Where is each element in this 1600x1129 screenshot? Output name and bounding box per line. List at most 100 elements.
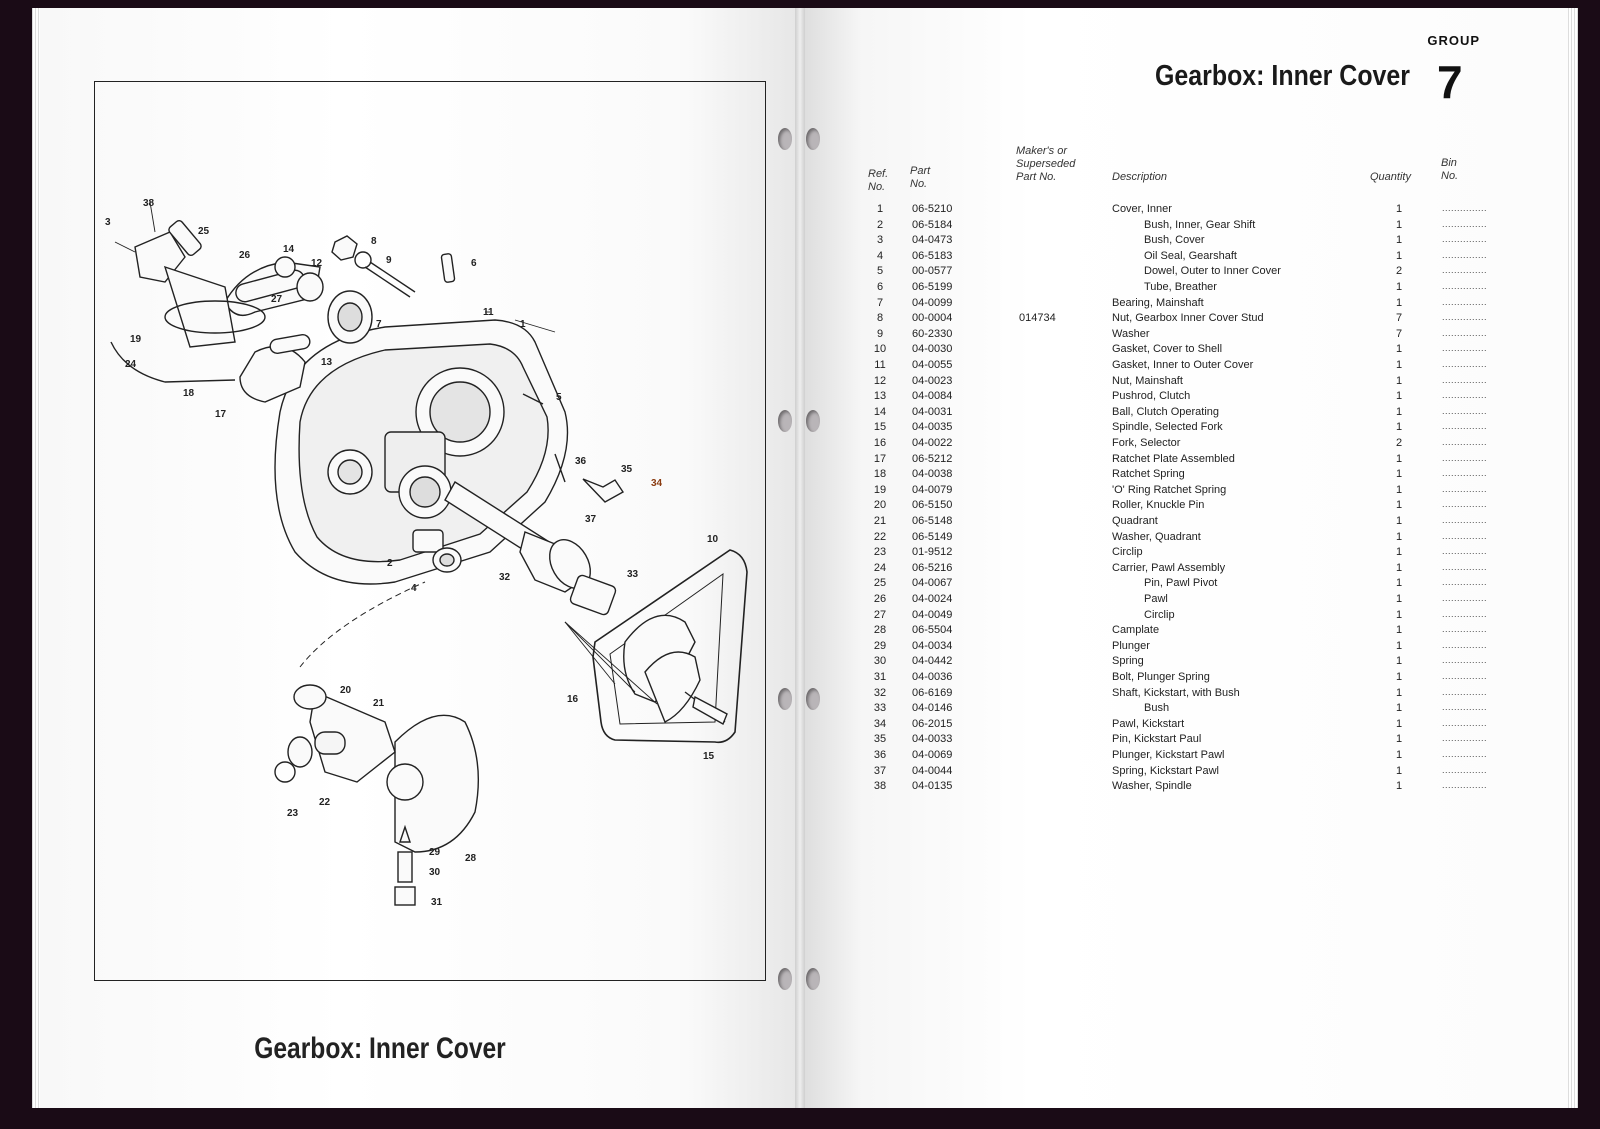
row-ref-no: 15 <box>873 421 887 434</box>
row-quantity: 1 <box>1396 671 1403 683</box>
row-description: Ratchet Plate Assembled <box>1112 452 1235 465</box>
callout-9: 9 <box>386 255 392 266</box>
bushes <box>412 529 617 616</box>
row-description: Gasket, Cover to Shell <box>1112 343 1223 356</box>
row-quantity: 1 <box>1396 546 1403 559</box>
row-part-no: 04-0031 <box>912 405 953 418</box>
row-bin-no: ............... <box>1442 249 1488 260</box>
row-description: Bush <box>1144 702 1170 715</box>
row-ref-no: 13 <box>873 390 887 403</box>
callout-37: 37 <box>585 514 597 525</box>
row-description: Bush, Cover <box>1144 234 1205 247</box>
binder-hole <box>778 410 792 432</box>
row-ref-no: 12 <box>873 374 887 387</box>
row-bin-no: ............... <box>1442 733 1488 744</box>
row-bin-no: ............... <box>1442 499 1488 510</box>
header-part-no: Part No. <box>910 165 931 190</box>
row-ref-no: 8 <box>876 312 884 325</box>
row-ref-no: 35 <box>873 733 887 746</box>
row-description: Plunger <box>1112 639 1150 652</box>
row-quantity: 1 <box>1396 577 1403 590</box>
row-bin-no: ............... <box>1442 561 1488 572</box>
row-ref-no: 38 <box>873 780 887 793</box>
row-bin-no: ............... <box>1442 452 1488 463</box>
row-description: Roller, Knuckle Pin <box>1112 499 1205 512</box>
row-description: Cover, Inner <box>1112 203 1172 215</box>
row-part-no: 04-0035 <box>912 421 953 434</box>
row-bin-no: ............... <box>1442 421 1488 432</box>
callout-15: 15 <box>703 751 715 762</box>
row-ref-no: 5 <box>876 265 884 278</box>
row-ref-no: 7 <box>876 296 884 309</box>
row-part-no: 04-0034 <box>912 639 953 652</box>
group-number: 7 <box>1437 56 1463 108</box>
row-description: Tube, Breather <box>1144 281 1217 293</box>
callout-31: 31 <box>431 897 443 908</box>
row-part-no: 06-5184 <box>912 218 953 231</box>
row-quantity: 1 <box>1396 218 1403 231</box>
callout-18: 18 <box>183 388 195 399</box>
callout-16: 16 <box>567 694 579 705</box>
row-bin-no: ............... <box>1442 515 1488 525</box>
row-ref-no: 32 <box>873 686 887 699</box>
row-bin-no: ............... <box>1442 437 1488 447</box>
row-part-no: 04-0069 <box>912 749 953 761</box>
row-description: Dowel, Outer to Inner Cover <box>1144 265 1281 278</box>
row-quantity: 1 <box>1396 530 1403 543</box>
header-ref-no: Ref. No. <box>868 168 889 193</box>
callout-32: 32 <box>499 572 511 583</box>
row-description: Nut, Gearbox Inner Cover Stud <box>1112 312 1264 325</box>
row-bin-no: ............... <box>1442 281 1488 291</box>
callout-20: 20 <box>340 685 352 696</box>
row-description: Pin, Pawl Pivot <box>1144 577 1218 590</box>
row-bin-no: ............... <box>1442 483 1488 494</box>
left-page-title: Gearbox: Inner Cover <box>254 1032 506 1065</box>
row-ref-no: 30 <box>873 655 887 668</box>
row-ref-no: 6 <box>876 281 884 293</box>
row-description: Ball, Clutch Operating <box>1112 405 1219 418</box>
row-bin-no: ............... <box>1442 749 1488 759</box>
row-bin-no: ............... <box>1442 639 1488 650</box>
row-bin-no: ............... <box>1442 686 1488 697</box>
row-part-no: 04-0049 <box>912 608 953 621</box>
row-quantity: 1 <box>1396 452 1403 465</box>
row-quantity: 1 <box>1396 717 1403 730</box>
row-quantity: 1 <box>1396 733 1403 746</box>
row-quantity: 1 <box>1396 764 1403 777</box>
row-quantity: 1 <box>1396 499 1403 512</box>
diagram-drawing: 1 2 3 4 5 6 7 8 9 10 11 12 13 14 15 16 1… <box>105 198 748 908</box>
row-ref-no: 37 <box>873 764 887 777</box>
callout-35: 35 <box>621 464 633 475</box>
row-description: Pawl, Kickstart <box>1112 717 1185 730</box>
row-ref-no: 21 <box>873 515 887 527</box>
row-bin-no: ............... <box>1442 546 1488 557</box>
row-quantity: 1 <box>1396 234 1403 247</box>
callout-4: 4 <box>411 583 417 594</box>
row-bin-no: ............... <box>1442 593 1488 603</box>
row-description: Spindle, Selected Fork <box>1112 421 1223 434</box>
row-ref-no: 28 <box>873 624 887 637</box>
row-ref-no: 25 <box>873 577 887 590</box>
kickstart-shaft <box>444 481 591 593</box>
callout-10: 10 <box>707 534 719 545</box>
row-bin-no: ............... <box>1442 577 1488 588</box>
row-quantity: 1 <box>1396 639 1403 652</box>
callout-26: 26 <box>239 250 251 261</box>
book-spine <box>795 8 805 1108</box>
row-description: Spring <box>1112 655 1144 668</box>
camplate <box>274 684 479 853</box>
row-ref-no: 19 <box>873 483 887 496</box>
row-ref-no: 33 <box>873 702 887 715</box>
row-quantity: 1 <box>1396 374 1403 387</box>
row-ref-no: 24 <box>873 561 887 574</box>
row-part-no: 06-2015 <box>912 717 953 730</box>
callout-34: 34 <box>651 478 663 489</box>
row-ref-no: 27 <box>873 608 887 621</box>
row-ref-no: 20 <box>873 499 887 512</box>
row-quantity: 1 <box>1396 780 1403 793</box>
header-description: Description <box>1112 171 1168 183</box>
header-makers-part-no: Maker's or Superseded Part No. <box>1016 145 1076 183</box>
callout-21: 21 <box>373 698 385 709</box>
row-ref-no: 18 <box>873 468 887 481</box>
row-description: Pin, Kickstart Paul <box>1112 733 1202 746</box>
